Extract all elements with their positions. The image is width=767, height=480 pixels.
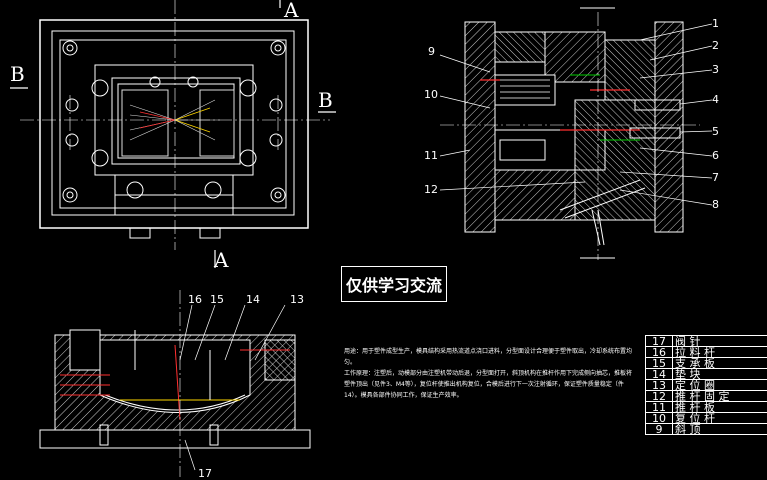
callout-2: 2 [712,40,719,51]
bottom-section [40,330,310,448]
section-label-b-left: B [10,64,25,84]
bom-no: 9 [646,424,673,435]
callout-16: 16 [188,294,202,305]
bom-name: 拉 料 杆 [673,347,767,358]
bom-name: 垫 块 [673,369,767,380]
callout-11: 11 [424,150,438,161]
callout-9: 9 [428,46,435,57]
bom-name: 斜 顶 [673,424,767,435]
bom-name: 推 杆 板 [673,402,767,413]
bom-no: 15 [646,358,673,369]
technical-notes: 用途：用于塑件成型生产，模具结构采用热流道点浇口进料，分型面设计合理便于塑件取出… [344,346,636,401]
section-label-b-right: B [318,90,333,110]
callout-5: 5 [712,126,719,137]
callout-10: 10 [424,89,438,100]
bom-no: 12 [646,391,673,402]
callout-17: 17 [198,468,212,479]
bom-name: 支 承 板 [673,358,767,369]
callout-1: 1 [712,18,719,29]
plan-view [40,20,308,238]
bom-name: 复 位 杆 [673,413,767,424]
notes-purpose: 用途：用于塑件成型生产，模具结构采用热流道点浇口进料，分型面设计合理便于塑件取出… [344,346,636,368]
bom-name: 定 位 圈 [673,380,767,391]
section-label-a-bottom: A [214,250,228,270]
callout-8: 8 [712,199,719,210]
callout-14: 14 [246,294,260,305]
bom-name: 推 杆 固 定 [673,391,767,402]
bom-no: 11 [646,402,673,413]
callout-6: 6 [712,150,719,161]
callout-15: 15 [210,294,224,305]
callout-13: 13 [290,294,304,305]
section-label-a-top: A [284,0,298,20]
bom-no: 13 [646,380,673,391]
section-view [465,22,683,245]
bom-no: 10 [646,413,673,424]
bom-no: 17 [646,336,673,347]
notes-working-principle: 工作原理：注塑后，动模部分由注塑机带动后退，分型面打开，斜顶机构在推杆作用下完成… [344,368,636,401]
bom-no: 16 [646,347,673,358]
callout-12: 12 [424,184,438,195]
bom-name: 阀 针 [673,336,767,347]
callout-7: 7 [712,172,719,183]
study-only-stamp: 仅供学习交流 [341,266,447,302]
bom-no: 14 [646,369,673,380]
callout-3: 3 [712,64,719,75]
callout-4: 4 [712,94,719,105]
